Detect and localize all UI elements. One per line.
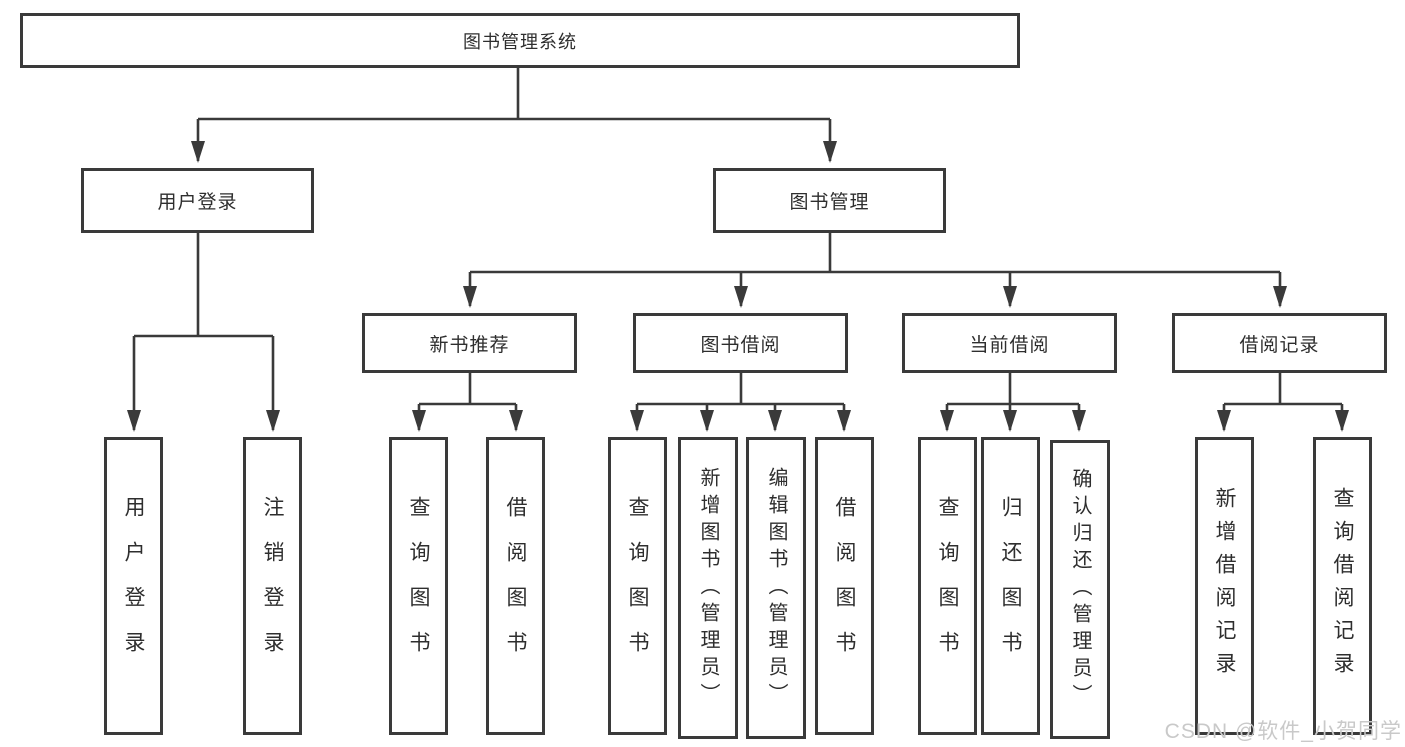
leaf-borrow-books-recommend: 借阅图书: [486, 437, 545, 735]
wire-records-rail: [1224, 373, 1342, 406]
leaf-label: 确认归还（管理员）: [1069, 468, 1091, 711]
wire-currentborrow-rail: [947, 373, 1079, 406]
leaf-user-login: 用户登录: [104, 437, 163, 735]
leaf-label: 查询图书: [626, 496, 649, 676]
leaf-add-book-admin: 新增图书（管理员）: [678, 437, 738, 739]
node-user-login: 用户登录: [81, 168, 314, 233]
leaf-query-books-current: 查询图书: [918, 437, 977, 735]
leaf-label: 借阅图书: [833, 496, 856, 676]
leaf-query-books-borrow: 查询图书: [608, 437, 667, 735]
node-book-management: 图书管理: [713, 168, 946, 233]
leaf-borrow-books: 借阅图书: [815, 437, 874, 735]
leaf-query-books-recommend: 查询图书: [389, 437, 448, 735]
leaf-return-book: 归还图书: [981, 437, 1040, 735]
watermark: CSDN @软件_小贺同学: [1164, 720, 1402, 743]
leaf-logout: 注销登录: [243, 437, 302, 735]
leaf-query-borrow-record: 查询借阅记录: [1313, 437, 1372, 735]
leaf-label: 用户登录: [122, 496, 145, 676]
leaf-label: 新增图书（管理员）: [697, 466, 719, 710]
wire-newbook-rail: [419, 373, 516, 406]
node-new-book-recommend: 新书推荐: [362, 313, 577, 373]
leaf-add-borrow-record: 新增借阅记录: [1195, 437, 1254, 735]
leaf-confirm-return-admin: 确认归还（管理员）: [1050, 440, 1110, 739]
leaf-label: 归还图书: [999, 496, 1022, 676]
leaf-label: 借阅图书: [504, 496, 527, 676]
leaf-label: 注销登录: [261, 496, 284, 676]
wire-userlogin-rail: [134, 233, 273, 338]
wire-bookborrow-rail: [637, 373, 844, 406]
leaf-label: 查询借阅记录: [1331, 487, 1354, 685]
node-current-borrowing: 当前借阅: [902, 313, 1117, 373]
leaf-label: 查询图书: [407, 496, 430, 676]
leaf-label: 查询图书: [936, 496, 959, 676]
leaf-label: 编辑图书（管理员）: [765, 466, 787, 710]
wire-root-rail: [198, 68, 830, 121]
leaf-label: 新增借阅记录: [1213, 487, 1236, 685]
node-book-borrowing: 图书借阅: [633, 313, 848, 373]
node-root: 图书管理系统: [20, 13, 1020, 68]
node-borrowing-records: 借阅记录: [1172, 313, 1387, 373]
wire-bookmgmt-rail: [470, 233, 1280, 274]
leaf-edit-book-admin: 编辑图书（管理员）: [746, 437, 806, 739]
